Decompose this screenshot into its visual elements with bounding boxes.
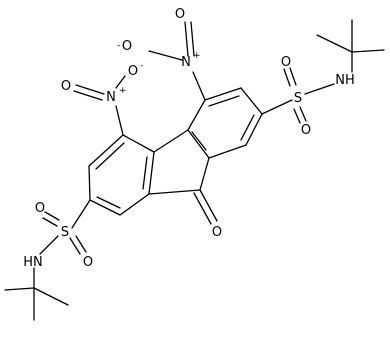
nitro-oxygen-left-charge: - xyxy=(140,61,143,71)
nitro-nitrogen-left-charge: + xyxy=(119,86,127,96)
bond-c3-s-right xyxy=(261,99,293,115)
bond-n-o-top-double-a xyxy=(184,21,189,57)
nitro-nitrogen-top: N xyxy=(181,55,191,70)
bond-tbu-left-2 xyxy=(33,287,69,306)
bond-c9-o-second xyxy=(193,192,212,225)
bond-tbu-right-2 xyxy=(316,34,353,53)
bond-n-o-top-single xyxy=(148,50,183,61)
bond-c1-c4b-inner xyxy=(191,131,207,151)
bond-c3-c2 xyxy=(245,113,263,146)
bond-c4b-c4a xyxy=(187,99,206,131)
bond-c7-c8 xyxy=(119,193,150,216)
amine-nh-left: HN xyxy=(23,255,43,270)
bond-s-o-left-bottom-b xyxy=(75,235,87,253)
bond-c6-c7 xyxy=(89,199,121,216)
bonds xyxy=(4,19,385,321)
nitro-oxygen-left-minus: O xyxy=(128,64,138,79)
bond-c1-c9 xyxy=(199,157,210,191)
bond-n-o-top-double-b xyxy=(190,21,195,57)
sulfur-left: S xyxy=(61,225,69,240)
nitro-oxygen-top-charge: - xyxy=(117,41,120,51)
bond-tbu-left-1 xyxy=(4,287,35,291)
bond-c3-c2-inner xyxy=(240,114,255,141)
bond-c8-c4b2 xyxy=(148,151,155,195)
bond-s-n-left xyxy=(39,235,59,255)
bond-n-o-left-single xyxy=(115,75,126,89)
sulfonyl-oxygen-left-top: O xyxy=(35,201,45,216)
bond-c9-o xyxy=(199,189,218,222)
bond-c4a2-c5-inner xyxy=(95,142,125,170)
bond-c5-c6 xyxy=(88,165,91,201)
nitro-oxygen-top-double: O xyxy=(175,7,185,22)
bond-c5-n-left xyxy=(115,105,124,136)
bond-c4-n-top xyxy=(192,71,206,101)
bond-s-o-right-top-b xyxy=(289,67,297,86)
nitro-oxygen-top-minus: O xyxy=(122,39,132,54)
bond-n-o-left-double-a xyxy=(75,84,105,95)
bond-c4b-c4b2 xyxy=(153,129,189,153)
sulfonyl-oxygen-right-top: O xyxy=(281,55,291,70)
bond-tbu-right-3 xyxy=(351,49,385,53)
ketone-oxygen: O xyxy=(212,225,222,240)
bond-s-o-left-top-b xyxy=(42,217,58,227)
bond-c8-c9 xyxy=(148,189,201,195)
sulfonyl-oxygen-right-bottom: O xyxy=(301,123,311,138)
bond-c1-c4b xyxy=(187,129,210,159)
bond-c2-c1 xyxy=(208,144,247,159)
bond-c4a-c4 xyxy=(204,87,242,101)
bond-c4-c3 xyxy=(240,87,263,115)
atom-labels: O S O O NH S O O HN N + O O - N + O - O xyxy=(23,7,355,270)
bond-c6-c7-inner xyxy=(96,196,121,209)
bond-c4b2-c4a2 xyxy=(122,134,155,153)
bond-s-o-right-bottom-b xyxy=(299,106,307,122)
bond-n-o-left-double-b xyxy=(73,90,103,101)
nitro-oxygen-left-double: O xyxy=(61,79,71,94)
bond-c4a2-c5 xyxy=(88,134,124,167)
bond-s-o-left-bottom-a xyxy=(69,237,81,255)
bond-s-o-right-top-a xyxy=(283,68,291,87)
sulfur-right: S xyxy=(294,91,302,106)
amine-nh-right: NH xyxy=(335,73,355,88)
bond-s-o-right-bottom-a xyxy=(293,108,301,124)
nitro-nitrogen-left: N xyxy=(106,90,116,105)
nitro-nitrogen-top-charge: + xyxy=(193,51,201,61)
sulfonyl-oxygen-left-bottom: O xyxy=(83,255,93,270)
bond-s-n-right xyxy=(304,83,335,95)
bond-s-o-left-top-a xyxy=(44,211,60,221)
bond-c8-c4b2-inner xyxy=(142,156,148,190)
bond-c4a-c4-inner xyxy=(208,95,240,107)
bond-c6-s-left xyxy=(71,199,91,229)
